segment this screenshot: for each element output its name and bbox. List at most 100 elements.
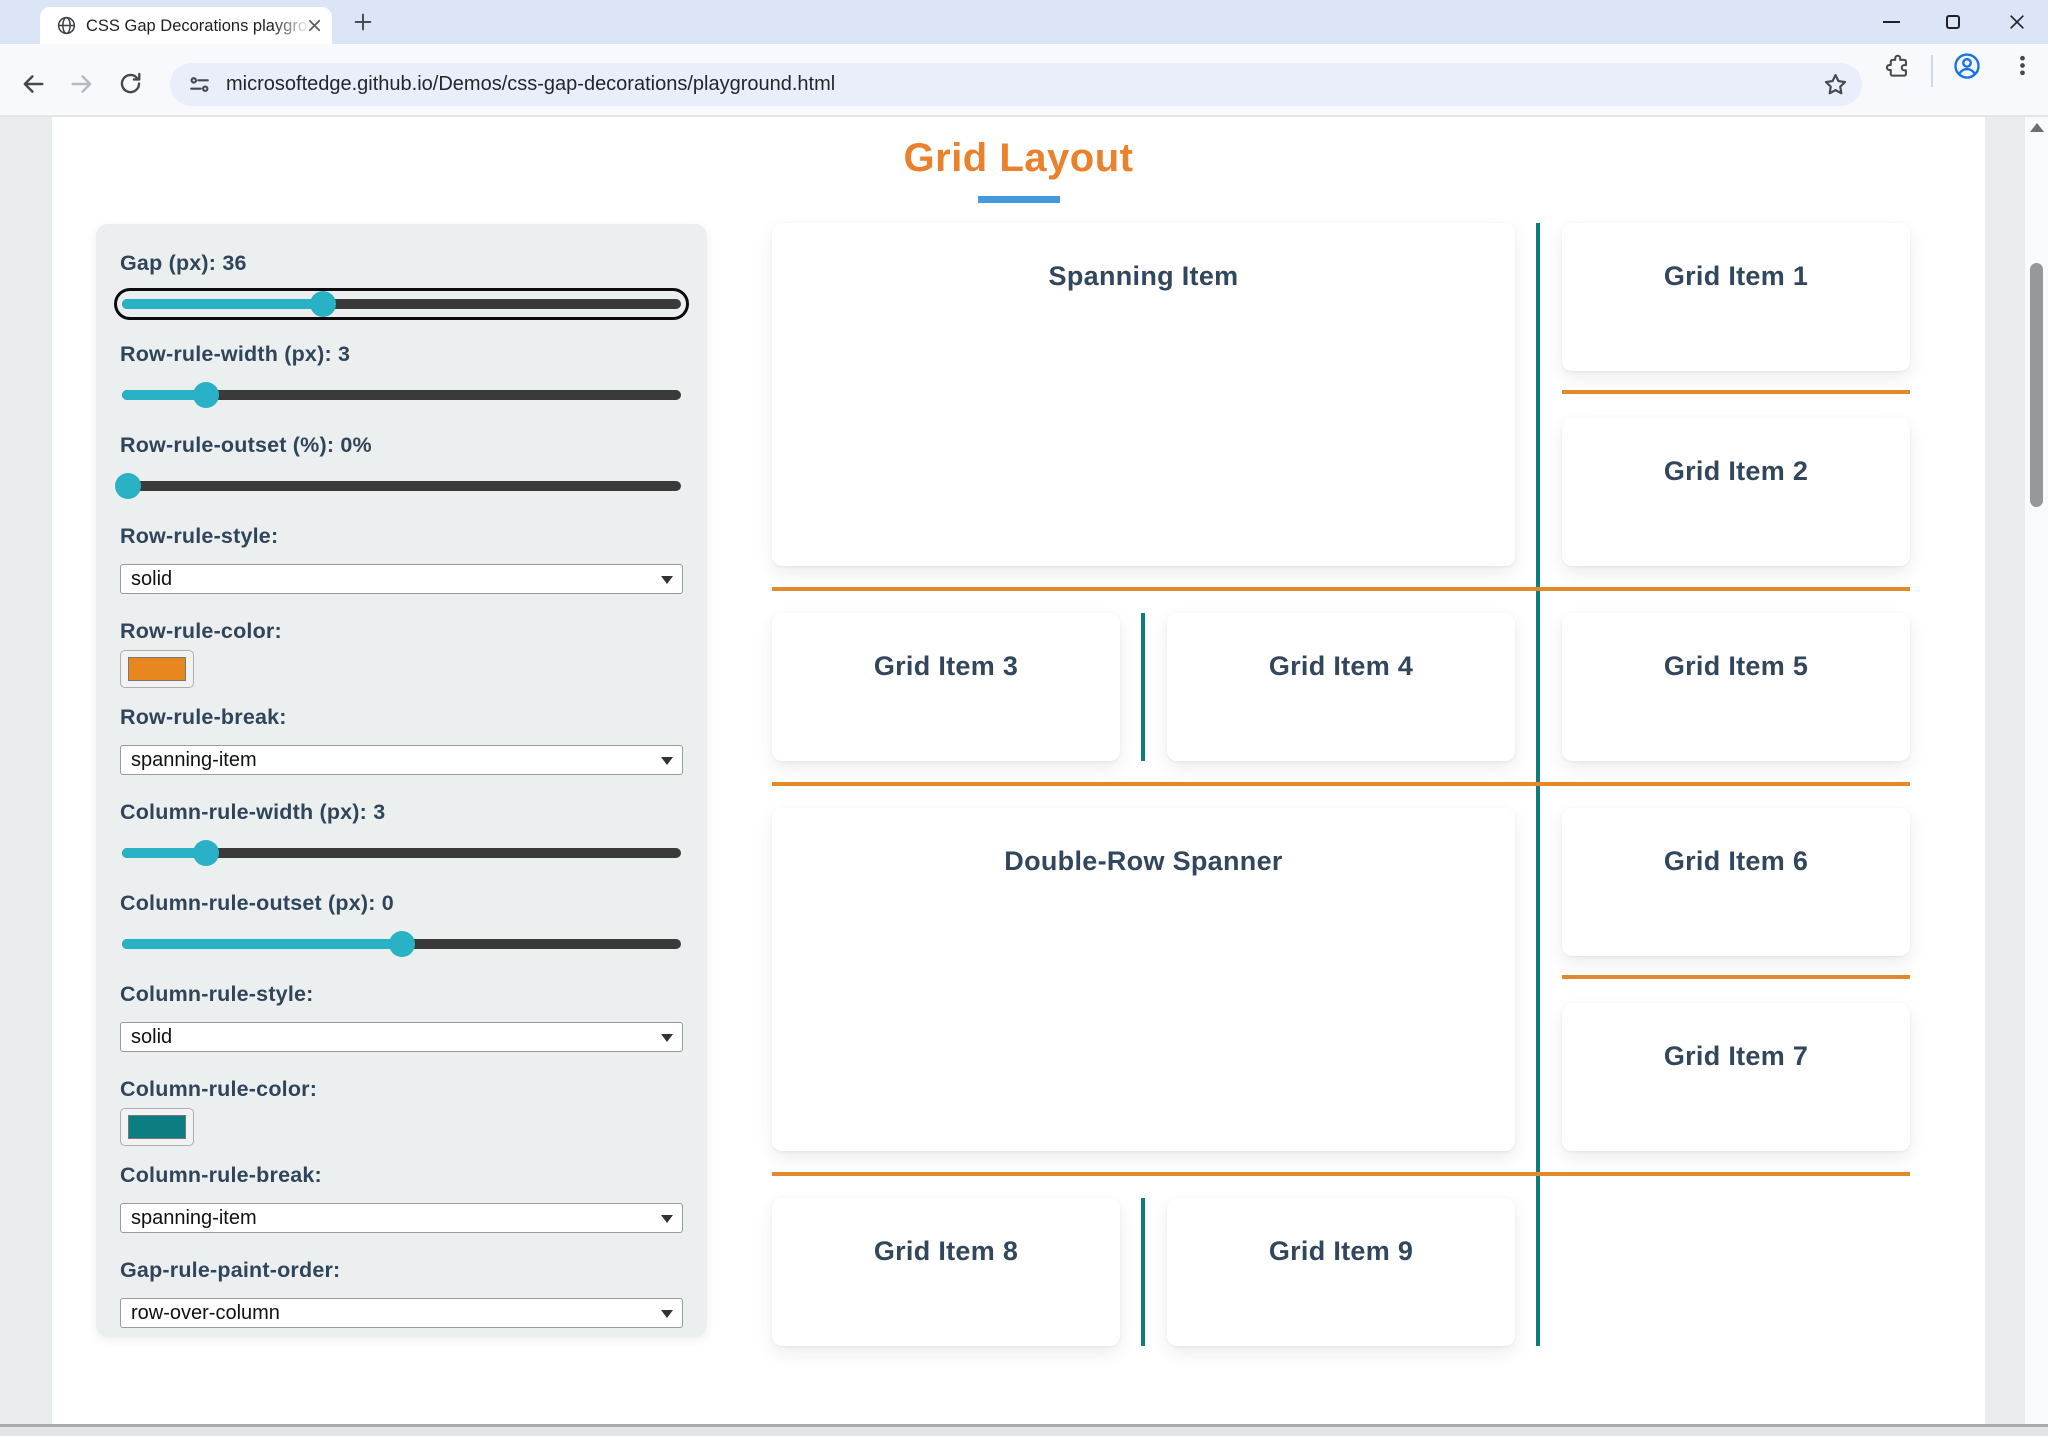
column-rule-break-group: Column-rule-break: spanning-item	[120, 1162, 683, 1233]
grid-card-6: Grid Item 6	[1562, 808, 1910, 956]
profile-avatar-icon[interactable]	[1952, 51, 1982, 81]
column-rule-width-label: Column-rule-width (px): 3	[120, 800, 386, 824]
column-rule-outset-group: Column-rule-outset (px): 0	[120, 890, 683, 957]
scroll-up-arrow-icon[interactable]	[2029, 123, 2044, 132]
row-rule-width-group: Row-rule-width (px): 3	[120, 341, 683, 408]
row-rule-outset-slider[interactable]	[114, 473, 683, 499]
row-rule-style-value: solid	[131, 568, 173, 590]
gap-rule-paint-order-group: Gap-rule-paint-order: row-over-column	[120, 1257, 683, 1328]
column-rule-style-select[interactable]: solid	[120, 1022, 683, 1052]
slider-track[interactable]	[122, 840, 681, 866]
browser-toolbar: microsoftedge.github.io/Demos/css-gap-de…	[0, 44, 2048, 116]
slider-thumb[interactable]	[114, 473, 141, 499]
row-rule-style-select[interactable]: solid	[120, 564, 683, 594]
column-rule-style-value: solid	[131, 1026, 173, 1048]
grid-card-double-row-spanner: Double-Row Spanner	[772, 808, 1515, 1151]
active-tab[interactable]: CSS Gap Decorations playgroun	[40, 7, 332, 44]
row-rule-color-swatch	[128, 657, 186, 681]
column-rule-width-group: Column-rule-width (px): 3	[120, 799, 683, 866]
column-rule-break-select[interactable]: spanning-item	[120, 1203, 683, 1233]
scrollbar-thumb[interactable]	[2030, 263, 2043, 507]
gap-slider[interactable]	[114, 288, 689, 320]
column-rule-color-group: Column-rule-color:	[120, 1076, 683, 1146]
slider-track[interactable]	[122, 291, 681, 317]
page-container: Grid Layout Gap (px): 36 Row-rule-width …	[52, 117, 1985, 1424]
row-rule-line	[1562, 975, 1910, 979]
url-text: microsoftedge.github.io/Demos/css-gap-de…	[226, 73, 836, 95]
column-rule-break-value: spanning-item	[131, 1207, 257, 1229]
gap-rule-paint-order-value: row-over-column	[131, 1302, 280, 1324]
column-rule-line	[1141, 1198, 1145, 1346]
slider-track[interactable]	[122, 931, 681, 957]
row-rule-break-label: Row-rule-break:	[120, 705, 287, 729]
row-rule-width-label: Row-rule-width (px): 3	[120, 342, 351, 366]
controls-panel: Gap (px): 36 Row-rule-width (px): 3 Row-…	[96, 224, 707, 1337]
column-rule-width-slider[interactable]	[120, 840, 683, 866]
chevron-down-icon	[661, 757, 673, 765]
toolbar-divider	[1931, 55, 1933, 87]
tab-close-icon[interactable]	[305, 16, 324, 35]
slider-track[interactable]	[122, 382, 681, 408]
grid-demo: Spanning Item Grid Item 1 Grid Item 2 Gr…	[772, 223, 1910, 1346]
site-settings-icon[interactable]	[187, 72, 212, 97]
forward-button[interactable]	[68, 70, 96, 98]
grid-card-spanning-item: Spanning Item	[772, 223, 1515, 566]
tab-strip: CSS Gap Decorations playgroun	[0, 0, 2048, 44]
row-rule-break-group: Row-rule-break: spanning-item	[120, 704, 683, 775]
column-rule-color-picker[interactable]	[120, 1108, 194, 1146]
tab-title: CSS Gap Decorations playgroun	[86, 17, 326, 37]
row-rule-width-slider[interactable]	[120, 382, 683, 408]
slider-thumb[interactable]	[192, 382, 219, 408]
vertical-scrollbar[interactable]	[2024, 117, 2048, 1424]
grid-card-1: Grid Item 1	[1562, 223, 1910, 371]
bookmark-star-icon[interactable]	[1822, 71, 1849, 98]
extensions-icon[interactable]	[1884, 52, 1911, 79]
window-minimize-button[interactable]	[1862, 0, 1920, 44]
row-rule-outset-group: Row-rule-outset (%): 0%	[114, 432, 683, 499]
column-rule-style-label: Column-rule-style:	[120, 982, 314, 1006]
slider-track[interactable]	[114, 473, 681, 499]
page-content: Grid Layout Gap (px): 36 Row-rule-width …	[0, 117, 2048, 1424]
row-rule-color-label: Row-rule-color:	[120, 619, 282, 643]
chevron-down-icon	[661, 1034, 673, 1042]
close-icon	[2010, 15, 2024, 29]
slider-thumb[interactable]	[388, 931, 415, 957]
column-rule-style-group: Column-rule-style: solid	[120, 981, 683, 1052]
column-rule-break-label: Column-rule-break:	[120, 1163, 322, 1187]
column-rule-line	[1141, 613, 1145, 761]
title-underline	[977, 196, 1060, 203]
row-rule-break-value: spanning-item	[131, 749, 257, 771]
slider-thumb[interactable]	[310, 291, 337, 317]
row-rule-style-label: Row-rule-style:	[120, 524, 279, 548]
gap-label: Gap (px): 36	[120, 251, 247, 275]
reload-button[interactable]	[117, 70, 145, 98]
menu-kebab-icon[interactable]	[2009, 52, 2036, 79]
row-rule-outset-label: Row-rule-outset (%): 0%	[120, 433, 372, 457]
back-button[interactable]	[19, 70, 47, 98]
chevron-down-icon	[661, 1215, 673, 1223]
gap-rule-paint-order-label: Gap-rule-paint-order:	[120, 1258, 341, 1282]
column-rule-outset-slider[interactable]	[120, 931, 683, 957]
gap-rule-paint-order-select[interactable]: row-over-column	[120, 1298, 683, 1328]
grid-card-5: Grid Item 5	[1562, 613, 1910, 761]
globe-favicon-icon	[56, 15, 77, 36]
new-tab-button[interactable]	[352, 11, 374, 33]
row-rule-break-select[interactable]: spanning-item	[120, 745, 683, 775]
grid-card-3: Grid Item 3	[772, 613, 1120, 761]
grid-card-4: Grid Item 4	[1167, 613, 1515, 761]
window-close-button[interactable]	[1988, 0, 2046, 44]
grid-card-9: Grid Item 9	[1167, 1198, 1515, 1346]
row-rule-line	[772, 782, 1910, 786]
row-rule-style-group: Row-rule-style: solid	[120, 523, 683, 594]
window-bottom-edge	[0, 1424, 2048, 1436]
grid-card-2: Grid Item 2	[1562, 418, 1910, 566]
column-rule-outset-label: Column-rule-outset (px): 0	[120, 891, 394, 915]
maximize-icon	[1946, 15, 1960, 29]
url-bar[interactable]: microsoftedge.github.io/Demos/css-gap-de…	[170, 63, 1862, 106]
row-rule-color-picker[interactable]	[120, 650, 194, 688]
column-rule-color-label: Column-rule-color:	[120, 1077, 318, 1101]
slider-thumb[interactable]	[192, 840, 219, 866]
column-rule-color-swatch	[128, 1115, 186, 1139]
window-maximize-button[interactable]	[1924, 0, 1982, 44]
